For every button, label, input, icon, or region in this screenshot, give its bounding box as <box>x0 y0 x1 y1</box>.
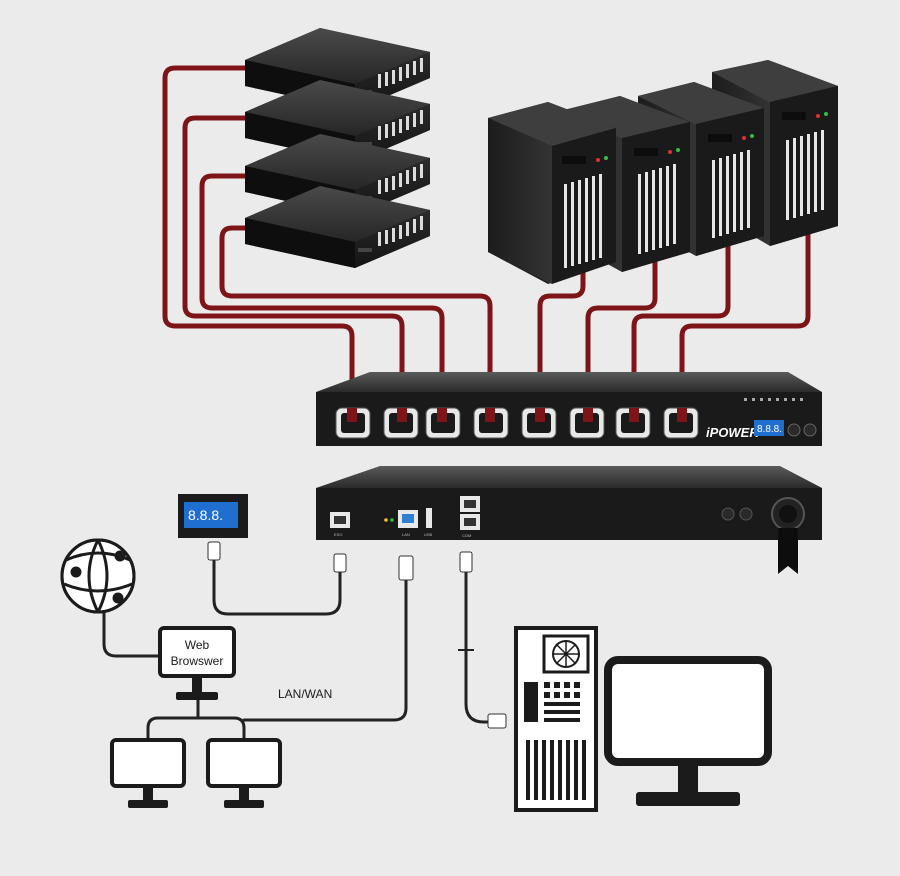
tower-server-2 <box>564 96 690 272</box>
power-cable-6 <box>585 245 658 413</box>
pdu-knob-right <box>803 423 817 437</box>
pdu-knob-left <box>787 423 801 437</box>
tower-server-group <box>488 60 838 284</box>
globe-icon <box>60 538 136 614</box>
com-cable <box>464 570 496 724</box>
pdu-front-meter <box>754 420 784 436</box>
power-cables <box>162 65 811 413</box>
rear-fuse-left <box>721 507 735 521</box>
cable-plugs <box>207 541 507 729</box>
rack-server-4 <box>245 186 430 268</box>
client-monitor-2 <box>206 738 282 808</box>
power-cord <box>778 528 798 574</box>
eso-port-label: ESO <box>334 532 342 537</box>
brand-logo: iPOWER <box>706 425 759 440</box>
power-cable-7 <box>631 235 731 413</box>
power-cable-8 <box>679 225 811 413</box>
usb-port-label: USB <box>424 532 433 537</box>
meter-cable <box>212 558 342 616</box>
web-browser-label-line2: Browswer <box>171 654 224 668</box>
pdu-rear-unit: ESO LAN USB COM <box>316 466 822 574</box>
web-browser-label-line1: Web <box>185 638 210 652</box>
tower-server-1 <box>488 102 616 284</box>
web-browser-monitor: Web Browswer <box>158 626 236 700</box>
client-monitor-1 <box>110 738 186 808</box>
pdu-front-meter-digits: 8.8.8. <box>757 424 782 435</box>
usb-port <box>426 508 432 528</box>
power-cable-4 <box>219 225 493 413</box>
browser-globe-cable <box>102 610 162 658</box>
power-cable-1 <box>162 65 355 413</box>
power-cable-2 <box>182 115 405 413</box>
browser-tree-branch <box>146 716 246 742</box>
rack-server-3 <box>245 134 430 216</box>
power-cable-5 <box>537 265 586 413</box>
external-meter-digits: 8.8.8. <box>188 507 223 523</box>
external-meter: 8.8.8. <box>178 494 248 538</box>
com-port-label: COM <box>462 533 471 538</box>
local-monitor <box>604 656 772 806</box>
data-cables <box>102 558 496 742</box>
rear-fuse-right <box>739 507 753 521</box>
rack-server-stack <box>245 28 430 268</box>
power-cable-3 <box>199 173 445 413</box>
pdu-front-unit: iPOWER 8.8.8. <box>316 372 822 446</box>
local-pc-tower <box>514 626 598 812</box>
lan-port-label: LAN <box>402 532 410 537</box>
lan-wan-label: LAN/WAN <box>278 687 332 701</box>
lan-wan-cable <box>242 578 408 722</box>
